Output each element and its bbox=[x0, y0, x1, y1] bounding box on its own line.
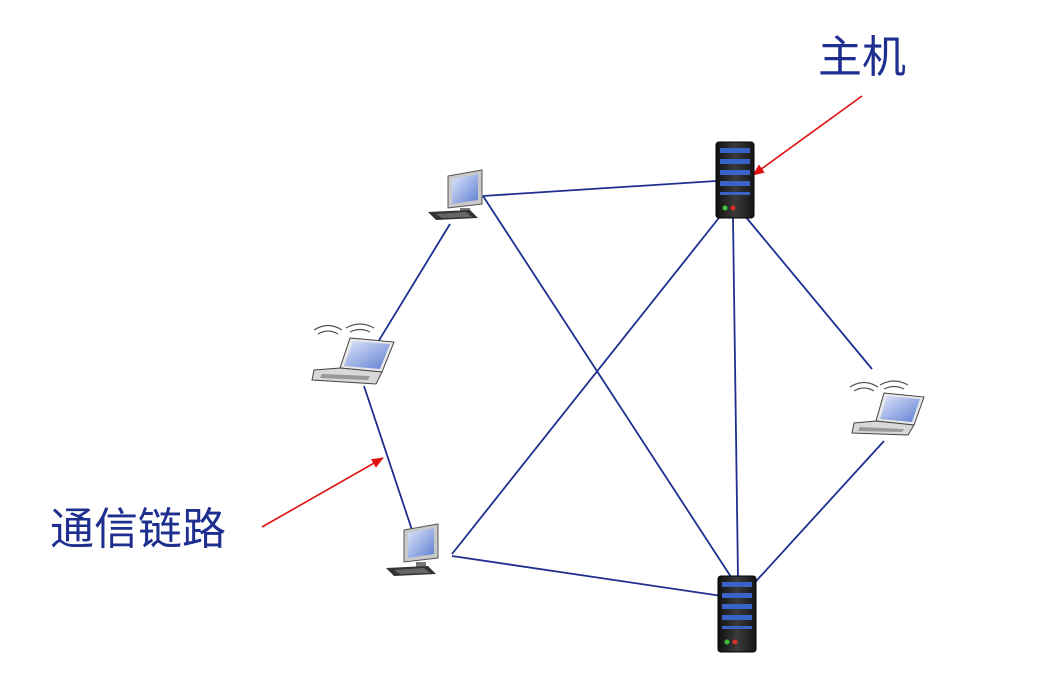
link-desktop-bottom-server-bottom bbox=[451, 555, 723, 597]
laptop-left-icon bbox=[311, 323, 395, 385]
link-desktop-top-laptop-left bbox=[377, 223, 451, 343]
link-laptop-left-desktop-bottom bbox=[363, 385, 413, 531]
laptop-right-icon bbox=[849, 380, 925, 436]
link-server-top-server-bottom bbox=[732, 217, 739, 579]
link-server-top-laptop-right bbox=[744, 215, 873, 370]
link-laptop-right-server-bottom bbox=[747, 440, 885, 591]
desktop-top-icon bbox=[428, 169, 483, 220]
communication-link-label: 通信链路 bbox=[50, 504, 226, 555]
link-pointer-arrow bbox=[261, 457, 384, 528]
host-pointer-arrow bbox=[752, 95, 863, 176]
link-desktop-top-server-top bbox=[482, 180, 717, 197]
link-desktop-bottom-server-top bbox=[451, 213, 723, 555]
desktop-bottom-icon bbox=[386, 523, 439, 576]
host-label: 主机 bbox=[818, 32, 906, 83]
server-bottom-icon bbox=[717, 575, 757, 653]
links-layer bbox=[363, 180, 885, 597]
server-top-icon bbox=[715, 141, 755, 219]
link-desktop-top-server-bottom bbox=[482, 195, 734, 581]
